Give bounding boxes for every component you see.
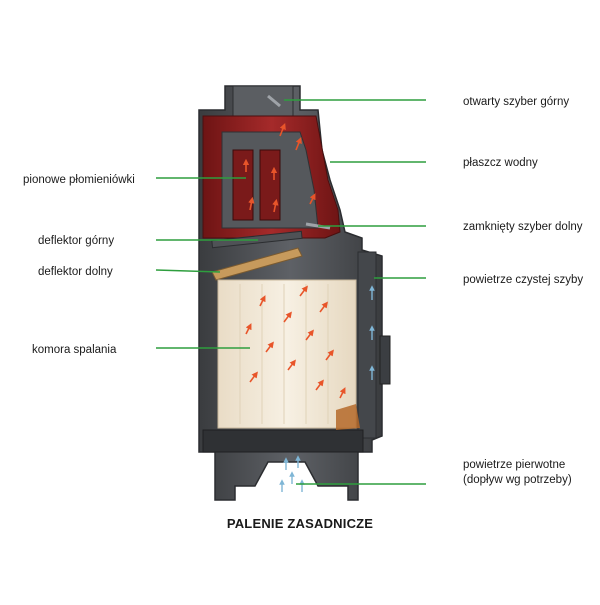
diagram-caption: PALENIE ZASADNICZE: [226, 516, 374, 531]
label-powietrze-czystej-szyby: powietrze czystej szyby: [463, 274, 584, 286]
flame-tube-1: [232, 149, 254, 221]
combustion-chamber: [217, 279, 357, 429]
lower-deflector: [211, 247, 303, 281]
flue-pipe: [232, 85, 294, 117]
flame-arrows: [242, 123, 346, 399]
label-doplyw-wg-potrzeby: (dopływ wg potrzeby): [463, 474, 572, 486]
leader-def-dolny: [155, 269, 221, 273]
door-handle: [379, 335, 391, 385]
front-door: [357, 251, 377, 439]
flame-tube-2: [259, 149, 281, 221]
leader-lines: [155, 99, 426, 485]
label-plaszcz-wodny: płaszcz wodny: [463, 157, 538, 169]
label-deflektor-dolny: deflektor dolny: [38, 266, 113, 278]
label-otwarty-szyber-gorny: otwarty szyber górny: [463, 96, 570, 108]
ash-base: [202, 429, 364, 453]
label-powietrze-pierwotne: powietrze pierwotne: [463, 459, 566, 471]
label-komora-spalania: komora spalania: [32, 344, 117, 356]
upper-damper: [267, 94, 281, 108]
glow-corner: [336, 404, 360, 430]
label-deflektor-gorny: deflektor górny: [38, 235, 115, 247]
label-pionowe-plomieniowki: pionowe płomieniówki: [23, 174, 135, 186]
label-zamkniety-szyber-dolny: zamknięty szyber dolny: [463, 221, 583, 233]
air-arrows: [279, 285, 375, 492]
